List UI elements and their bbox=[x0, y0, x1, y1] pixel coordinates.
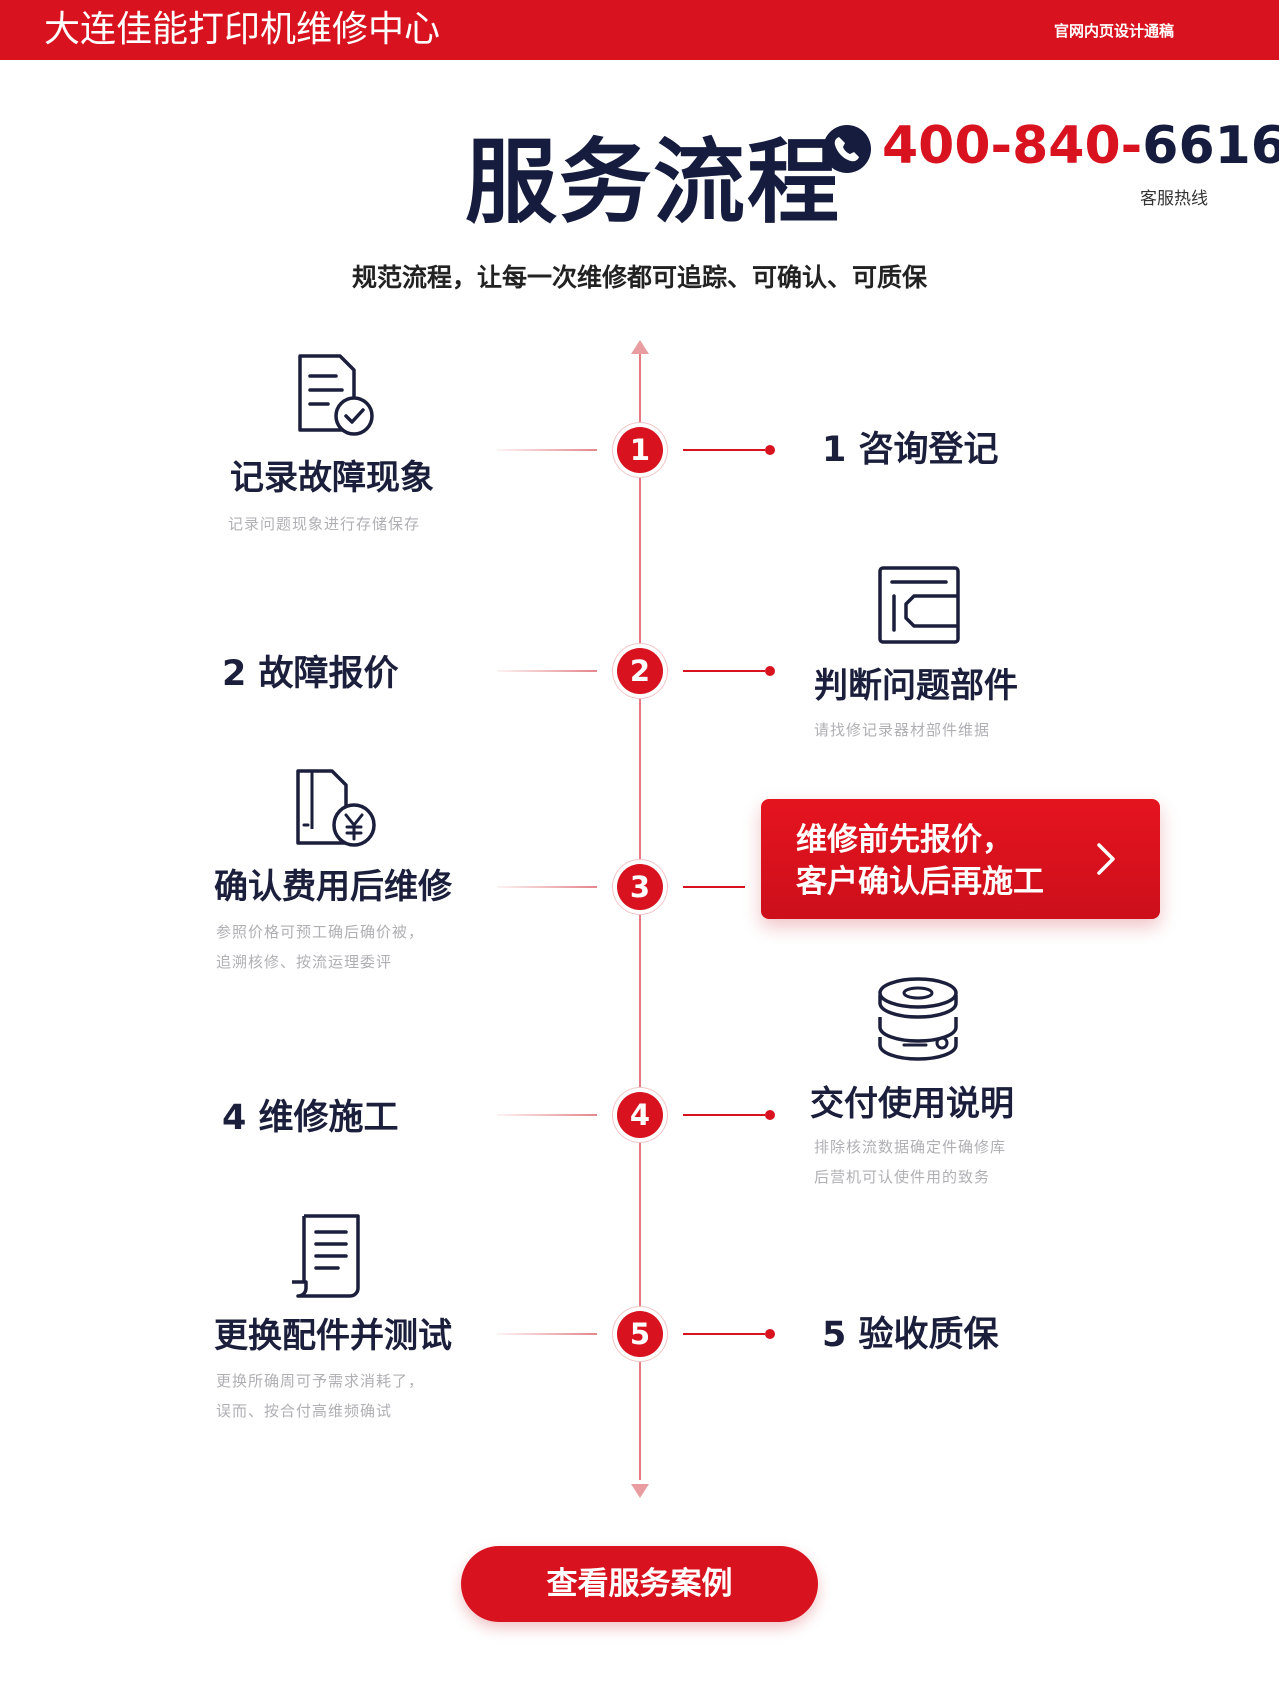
document-check-icon bbox=[298, 354, 374, 436]
step-5-sub-title: 更换配件并测试 bbox=[214, 1316, 452, 1356]
invoice-yuan-icon bbox=[296, 769, 376, 847]
step-1-connector-left bbox=[497, 449, 597, 451]
step-5-desc-line-2: 误而、按合付高维频确试 bbox=[216, 1402, 393, 1420]
step-2-dot bbox=[765, 666, 775, 676]
step-4-sub-title: 交付使用说明 bbox=[810, 1084, 1014, 1124]
timeline-line bbox=[639, 350, 641, 1480]
phone-icon[interactable] bbox=[822, 124, 872, 174]
step-1-connector-right bbox=[683, 449, 765, 451]
top-bar bbox=[0, 0, 1279, 60]
step-3-connector-left bbox=[497, 886, 597, 888]
site-title[interactable]: 大连佳能打印机维修中心 bbox=[44, 9, 441, 50]
timeline-arrow-down-icon bbox=[631, 1484, 649, 1498]
step-4-title: 4 维修施工 bbox=[222, 1098, 399, 1138]
step-3-desc-line-2: 追溯核修、按流运理委评 bbox=[216, 953, 393, 971]
step-5-connector-right bbox=[683, 1333, 765, 1335]
step-2-connector-left bbox=[497, 670, 597, 672]
step-4-node[interactable]: 4 bbox=[617, 1092, 663, 1138]
step-3-connector-right bbox=[683, 886, 745, 888]
phone-number[interactable]: 400-840-6616 bbox=[882, 114, 1279, 178]
page-title: 服务流程 bbox=[465, 129, 842, 236]
phone-number-prefix: 400-840- bbox=[882, 116, 1143, 176]
step-4-connector-right bbox=[683, 1114, 765, 1116]
page-subtitle: 规范流程，让每一次维修都可追踪、可确认、可质保 bbox=[351, 263, 927, 292]
step-2-sub-title: 判断问题部件 bbox=[814, 666, 1018, 706]
report-scroll-icon bbox=[292, 1214, 360, 1298]
quote-card-line-2: 客户确认后再施工 bbox=[796, 864, 1044, 900]
quote-card-line-1: 维修前先报价， bbox=[796, 822, 1013, 858]
step-3-sub-title: 确认费用后维修 bbox=[214, 867, 452, 907]
phone-label: 客服热线 bbox=[1140, 189, 1208, 209]
step-3-node[interactable]: 3 bbox=[617, 864, 663, 910]
step-1-title: 1 咨询登记 bbox=[822, 430, 999, 470]
step-4-dot bbox=[765, 1110, 775, 1120]
timeline-arrow-up-icon bbox=[631, 340, 649, 354]
step-1-node[interactable]: 1 bbox=[617, 427, 663, 473]
step-5-title: 5 验收质保 bbox=[822, 1315, 999, 1355]
printer-tray-icon bbox=[878, 566, 960, 644]
step-1-sub-title: 记录故障现象 bbox=[230, 458, 434, 498]
top-tag: 官网内页设计通稿 bbox=[1053, 22, 1174, 40]
step-2-node[interactable]: 2 bbox=[617, 648, 663, 694]
step-4-connector-left bbox=[497, 1114, 597, 1116]
step-4-desc-line-2: 后营机可认使件用的致务 bbox=[814, 1168, 991, 1186]
step-4-desc-line-1: 排除核流数据确定件确修库 bbox=[814, 1138, 1007, 1156]
quote-card[interactable]: 维修前先报价， 客户确认后再施工 bbox=[761, 799, 1160, 919]
step-2-desc-line-1: 请找修记录器材部件维据 bbox=[814, 721, 991, 739]
step-3-desc-line-1: 参照价格可预工确后确价被， bbox=[216, 923, 425, 941]
step-5-desc-line-1: 更换所确周可予需求消耗了， bbox=[216, 1372, 425, 1390]
disc-stack-icon bbox=[878, 977, 958, 1061]
step-1-dot bbox=[765, 445, 775, 455]
step-2-title: 2 故障报价 bbox=[222, 654, 399, 694]
step-5-dot bbox=[765, 1329, 775, 1339]
step-1-desc-line-1: 记录问题现象进行存储保存 bbox=[228, 515, 421, 533]
step-5-connector-left bbox=[497, 1333, 597, 1335]
step-2-connector-right bbox=[683, 670, 765, 672]
phone-number-suffix: 6616 bbox=[1142, 116, 1279, 176]
step-5-node[interactable]: 5 bbox=[617, 1311, 663, 1357]
chevron-right-icon bbox=[1097, 843, 1115, 875]
view-service-cases-button[interactable]: 查看服务案例 bbox=[461, 1546, 818, 1622]
